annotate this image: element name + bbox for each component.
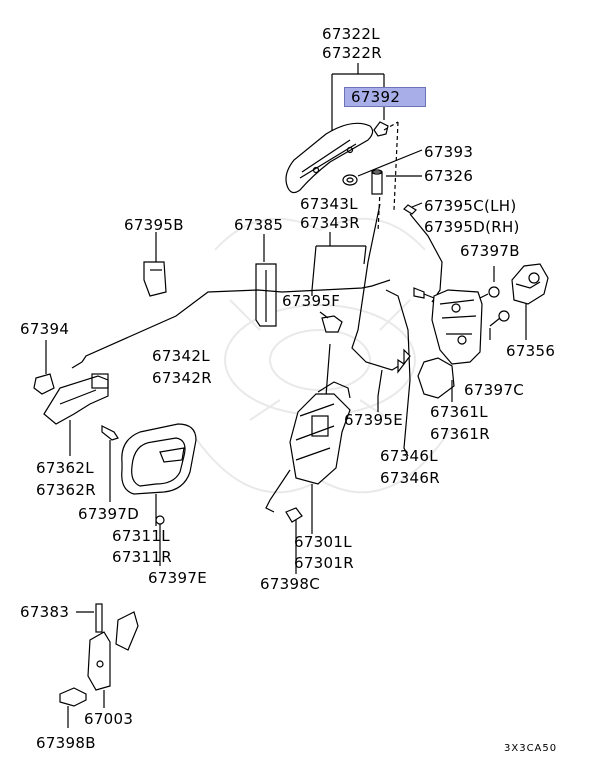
part-67395B xyxy=(143,232,167,297)
screw-67397B xyxy=(479,266,500,299)
screw-67397C xyxy=(489,310,510,340)
label-67395B: 67395B xyxy=(124,216,184,234)
label-67394: 67394 xyxy=(20,320,70,338)
part-67383 xyxy=(76,603,103,633)
label-67395F: 67395F xyxy=(282,292,341,310)
label-67311L: 67311L xyxy=(112,527,170,545)
label-67393: 67393 xyxy=(424,143,474,161)
label-67322L: 67322L xyxy=(322,25,380,43)
label-67361R: 67361R xyxy=(430,425,490,443)
part-67392 xyxy=(373,121,389,137)
label-67395C: 67395C(LH) xyxy=(424,197,517,215)
label-67342L: 67342L xyxy=(152,347,210,365)
label-67343L: 67343L xyxy=(300,195,358,213)
label-67311R: 67311R xyxy=(112,548,172,566)
label-67395D: 67395D(RH) xyxy=(424,218,520,236)
label-67326: 67326 xyxy=(424,167,474,185)
label-67356: 67356 xyxy=(506,342,556,360)
label-67397D: 67397D xyxy=(78,505,140,523)
leader-67343 xyxy=(311,232,367,291)
label-67397E: 67397E xyxy=(148,569,207,587)
label-67398B: 67398B xyxy=(36,734,96,752)
leader-67395E xyxy=(377,358,405,412)
label-67346R: 67346R xyxy=(380,469,440,487)
screw-67398B xyxy=(59,687,87,728)
label-67342R: 67342R xyxy=(152,369,212,387)
label-67385: 67385 xyxy=(234,216,284,234)
part-67394 xyxy=(33,340,55,395)
part-67311 xyxy=(121,423,197,526)
label-67361L: 67361L xyxy=(430,403,488,421)
label-67397B: 67397B xyxy=(460,242,520,260)
label-67398C: 67398C xyxy=(260,575,320,593)
part-67301 xyxy=(265,343,351,534)
part-67356 xyxy=(511,263,549,340)
label-67362L: 67362L xyxy=(36,459,94,477)
outside-handle-67322 xyxy=(285,122,374,194)
reference-code: 3X3CA50 xyxy=(504,743,558,754)
label-67397C: 67397C xyxy=(464,381,524,399)
part-67361 xyxy=(413,287,483,402)
cable-67346 xyxy=(385,289,411,457)
screw-67398C xyxy=(285,507,303,574)
part-67362 xyxy=(43,373,109,456)
label-67301R: 67301R xyxy=(294,554,354,572)
part-67395F xyxy=(311,290,343,333)
label-67383: 67383 xyxy=(20,603,70,621)
label-67395E: 67395E xyxy=(344,411,403,429)
part-67003 xyxy=(87,611,139,708)
label-67322R: 67322R xyxy=(322,44,382,62)
label-67301L: 67301L xyxy=(294,533,352,551)
part-67326 xyxy=(371,169,422,195)
label-67362R: 67362R xyxy=(36,481,96,499)
label-67346L: 67346L xyxy=(380,447,438,465)
rod-67342 xyxy=(71,279,391,369)
rod-67343 xyxy=(351,203,403,371)
label-67003: 67003 xyxy=(84,710,134,728)
screw-67397D xyxy=(101,425,119,502)
label-67343R: 67343R xyxy=(300,214,360,232)
label-67392-highlighted: 67392 xyxy=(344,87,426,107)
part-67393 xyxy=(342,149,423,186)
part-67385 xyxy=(255,234,277,327)
screw-67397E xyxy=(155,515,165,566)
